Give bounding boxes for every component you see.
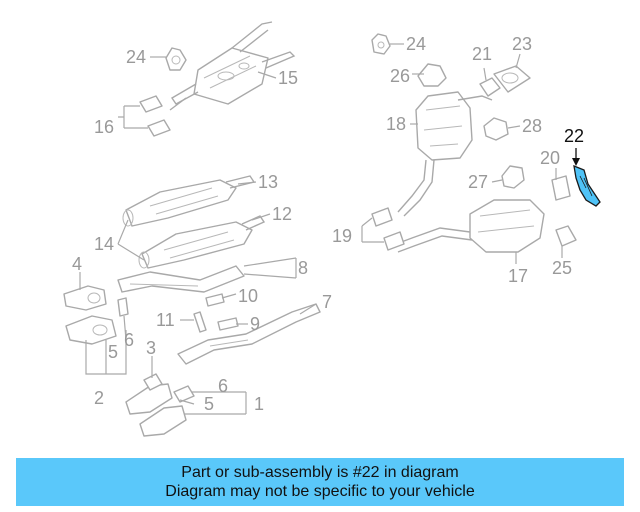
callout-24-left: 24 bbox=[126, 47, 146, 67]
callout-4: 4 bbox=[72, 254, 82, 274]
callout-22[interactable]: 22 bbox=[564, 126, 584, 146]
part-22-arrow-icon bbox=[572, 158, 580, 166]
clamps-16 bbox=[139, 95, 171, 137]
callout-16: 16 bbox=[94, 117, 114, 137]
hanger-24-left bbox=[165, 47, 187, 71]
callout-11: 11 bbox=[156, 310, 175, 330]
bolt-11 bbox=[193, 311, 207, 333]
callout-27: 27 bbox=[468, 172, 488, 192]
callout-9: 9 bbox=[250, 314, 260, 334]
callout-28: 28 bbox=[522, 116, 542, 136]
bracket-26 bbox=[417, 63, 447, 87]
callout-1: 1 bbox=[254, 394, 264, 414]
tail-tip-23 bbox=[493, 65, 531, 93]
leader-lines bbox=[79, 43, 563, 415]
bracket-20 bbox=[551, 175, 571, 201]
callout-6-lower: 6 bbox=[218, 376, 228, 396]
callout-12: 12 bbox=[272, 204, 292, 224]
info-banner: Part or sub-assembly is #22 in diagram D… bbox=[16, 458, 624, 506]
callout-25: 25 bbox=[552, 258, 572, 278]
callout-5-lower: 5 bbox=[204, 394, 214, 414]
callout-17: 17 bbox=[508, 266, 528, 286]
converter-12 bbox=[138, 215, 266, 269]
callout-6-upper: 6 bbox=[124, 330, 134, 350]
callout-23: 23 bbox=[512, 34, 532, 54]
callout-numbers: 24 15 16 24 26 21 23 18 28 22 20 27 13 1… bbox=[72, 34, 584, 414]
banner-line-disclaimer: Diagram may not be specific to your vehi… bbox=[165, 483, 475, 500]
bracket-25 bbox=[555, 225, 577, 247]
gasket-10 bbox=[205, 293, 225, 307]
front-pipe-7 bbox=[177, 303, 321, 365]
callout-26: 26 bbox=[390, 66, 410, 86]
callout-2: 2 bbox=[94, 388, 104, 408]
callout-7: 7 bbox=[322, 292, 332, 312]
hanger-24-right bbox=[371, 33, 391, 55]
exhaust-parts-diagram: 24 15 16 24 26 21 23 18 28 22 20 27 13 1… bbox=[63, 21, 601, 437]
bracket-28 bbox=[483, 117, 509, 141]
callout-5-upper: 5 bbox=[108, 342, 118, 362]
callout-19: 19 bbox=[332, 226, 352, 246]
rear-muffler-17 bbox=[395, 199, 545, 253]
callout-20: 20 bbox=[540, 148, 560, 168]
callout-8: 8 bbox=[298, 258, 308, 278]
manifold-converter-5 bbox=[65, 315, 117, 345]
rear-muffler-assembly bbox=[169, 21, 296, 111]
clamps-19 bbox=[371, 207, 405, 251]
banner-line-part: Part or sub-assembly is #22 in diagram bbox=[181, 464, 459, 481]
converter-13 bbox=[122, 175, 256, 227]
front-pipe-8 bbox=[117, 265, 245, 293]
center-muffler-18 bbox=[397, 91, 493, 217]
callout-10: 10 bbox=[238, 286, 258, 306]
callout-15: 15 bbox=[278, 68, 298, 88]
callout-18: 18 bbox=[386, 114, 406, 134]
callout-24-right: 24 bbox=[406, 34, 426, 54]
gasket-21 bbox=[479, 77, 501, 97]
gasket-9 bbox=[217, 317, 239, 331]
callout-13: 13 bbox=[258, 172, 278, 192]
manifold-converter-4 bbox=[63, 285, 107, 311]
gasket-6-upper bbox=[117, 297, 129, 317]
callout-21: 21 bbox=[472, 44, 492, 64]
bracket-27 bbox=[501, 165, 525, 189]
callout-14: 14 bbox=[94, 234, 114, 254]
manifold-converter-3 bbox=[125, 373, 195, 437]
callout-3: 3 bbox=[146, 338, 156, 358]
part-22-heat-shield[interactable] bbox=[572, 148, 601, 207]
